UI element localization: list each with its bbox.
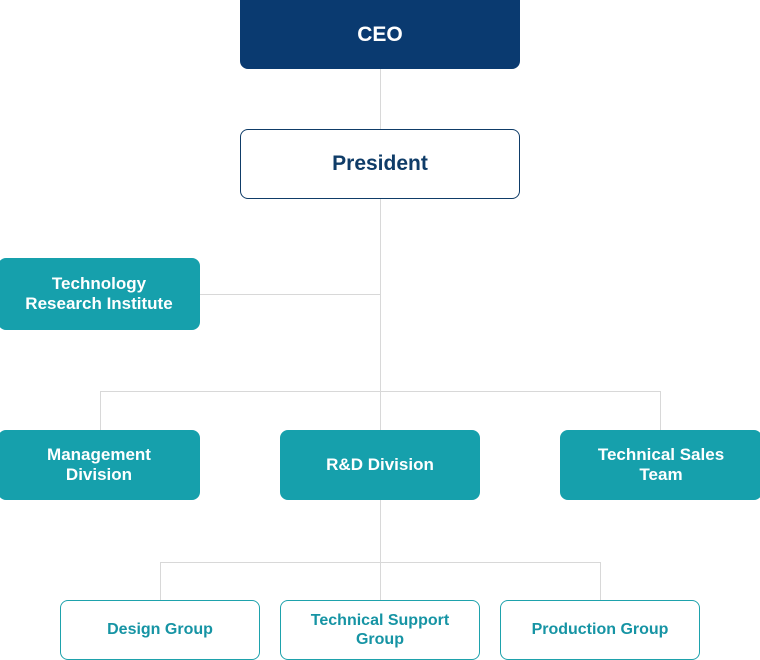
connector-bus-to-production-group xyxy=(600,562,601,600)
node-technical-support-group[interactable]: Technical Support Group xyxy=(280,600,480,660)
node-president-label: President xyxy=(332,152,428,176)
connector-president-trunk xyxy=(380,199,381,391)
connector-bus-to-technical-support-group xyxy=(380,562,381,600)
node-management-division[interactable]: Management Division xyxy=(0,430,200,500)
connector-bus-to-management-division xyxy=(100,391,101,430)
node-technical-support-group-label: Technical Support Group xyxy=(310,611,450,648)
node-ceo-label: CEO xyxy=(357,22,403,46)
node-management-division-label: Management Division xyxy=(47,444,151,484)
connector-president-to-tri xyxy=(200,294,381,295)
connector-bus-to-design-group xyxy=(160,562,161,600)
node-technology-research-institute-label: Technology Research Institute xyxy=(25,273,173,313)
node-rnd-division[interactable]: R&D Division xyxy=(280,430,480,500)
node-president[interactable]: President xyxy=(240,129,520,199)
connector-ceo-to-president xyxy=(380,69,381,129)
node-technical-sales-team-label: Technical Sales Team xyxy=(597,444,725,484)
node-design-group[interactable]: Design Group xyxy=(60,600,260,660)
node-design-group-label: Design Group xyxy=(107,621,213,639)
connector-bus-to-rnd-division xyxy=(380,391,381,430)
node-production-group[interactable]: Production Group xyxy=(500,600,700,660)
node-ceo[interactable]: CEO xyxy=(240,0,520,69)
node-production-group-label: Production Group xyxy=(531,621,669,639)
node-technical-sales-team[interactable]: Technical Sales Team xyxy=(560,430,760,500)
connector-bus-to-technical-sales-team xyxy=(660,391,661,430)
connector-rnd-trunk xyxy=(380,500,381,562)
node-rnd-division-label: R&D Division xyxy=(326,454,434,474)
node-technology-research-institute[interactable]: Technology Research Institute xyxy=(0,258,200,330)
